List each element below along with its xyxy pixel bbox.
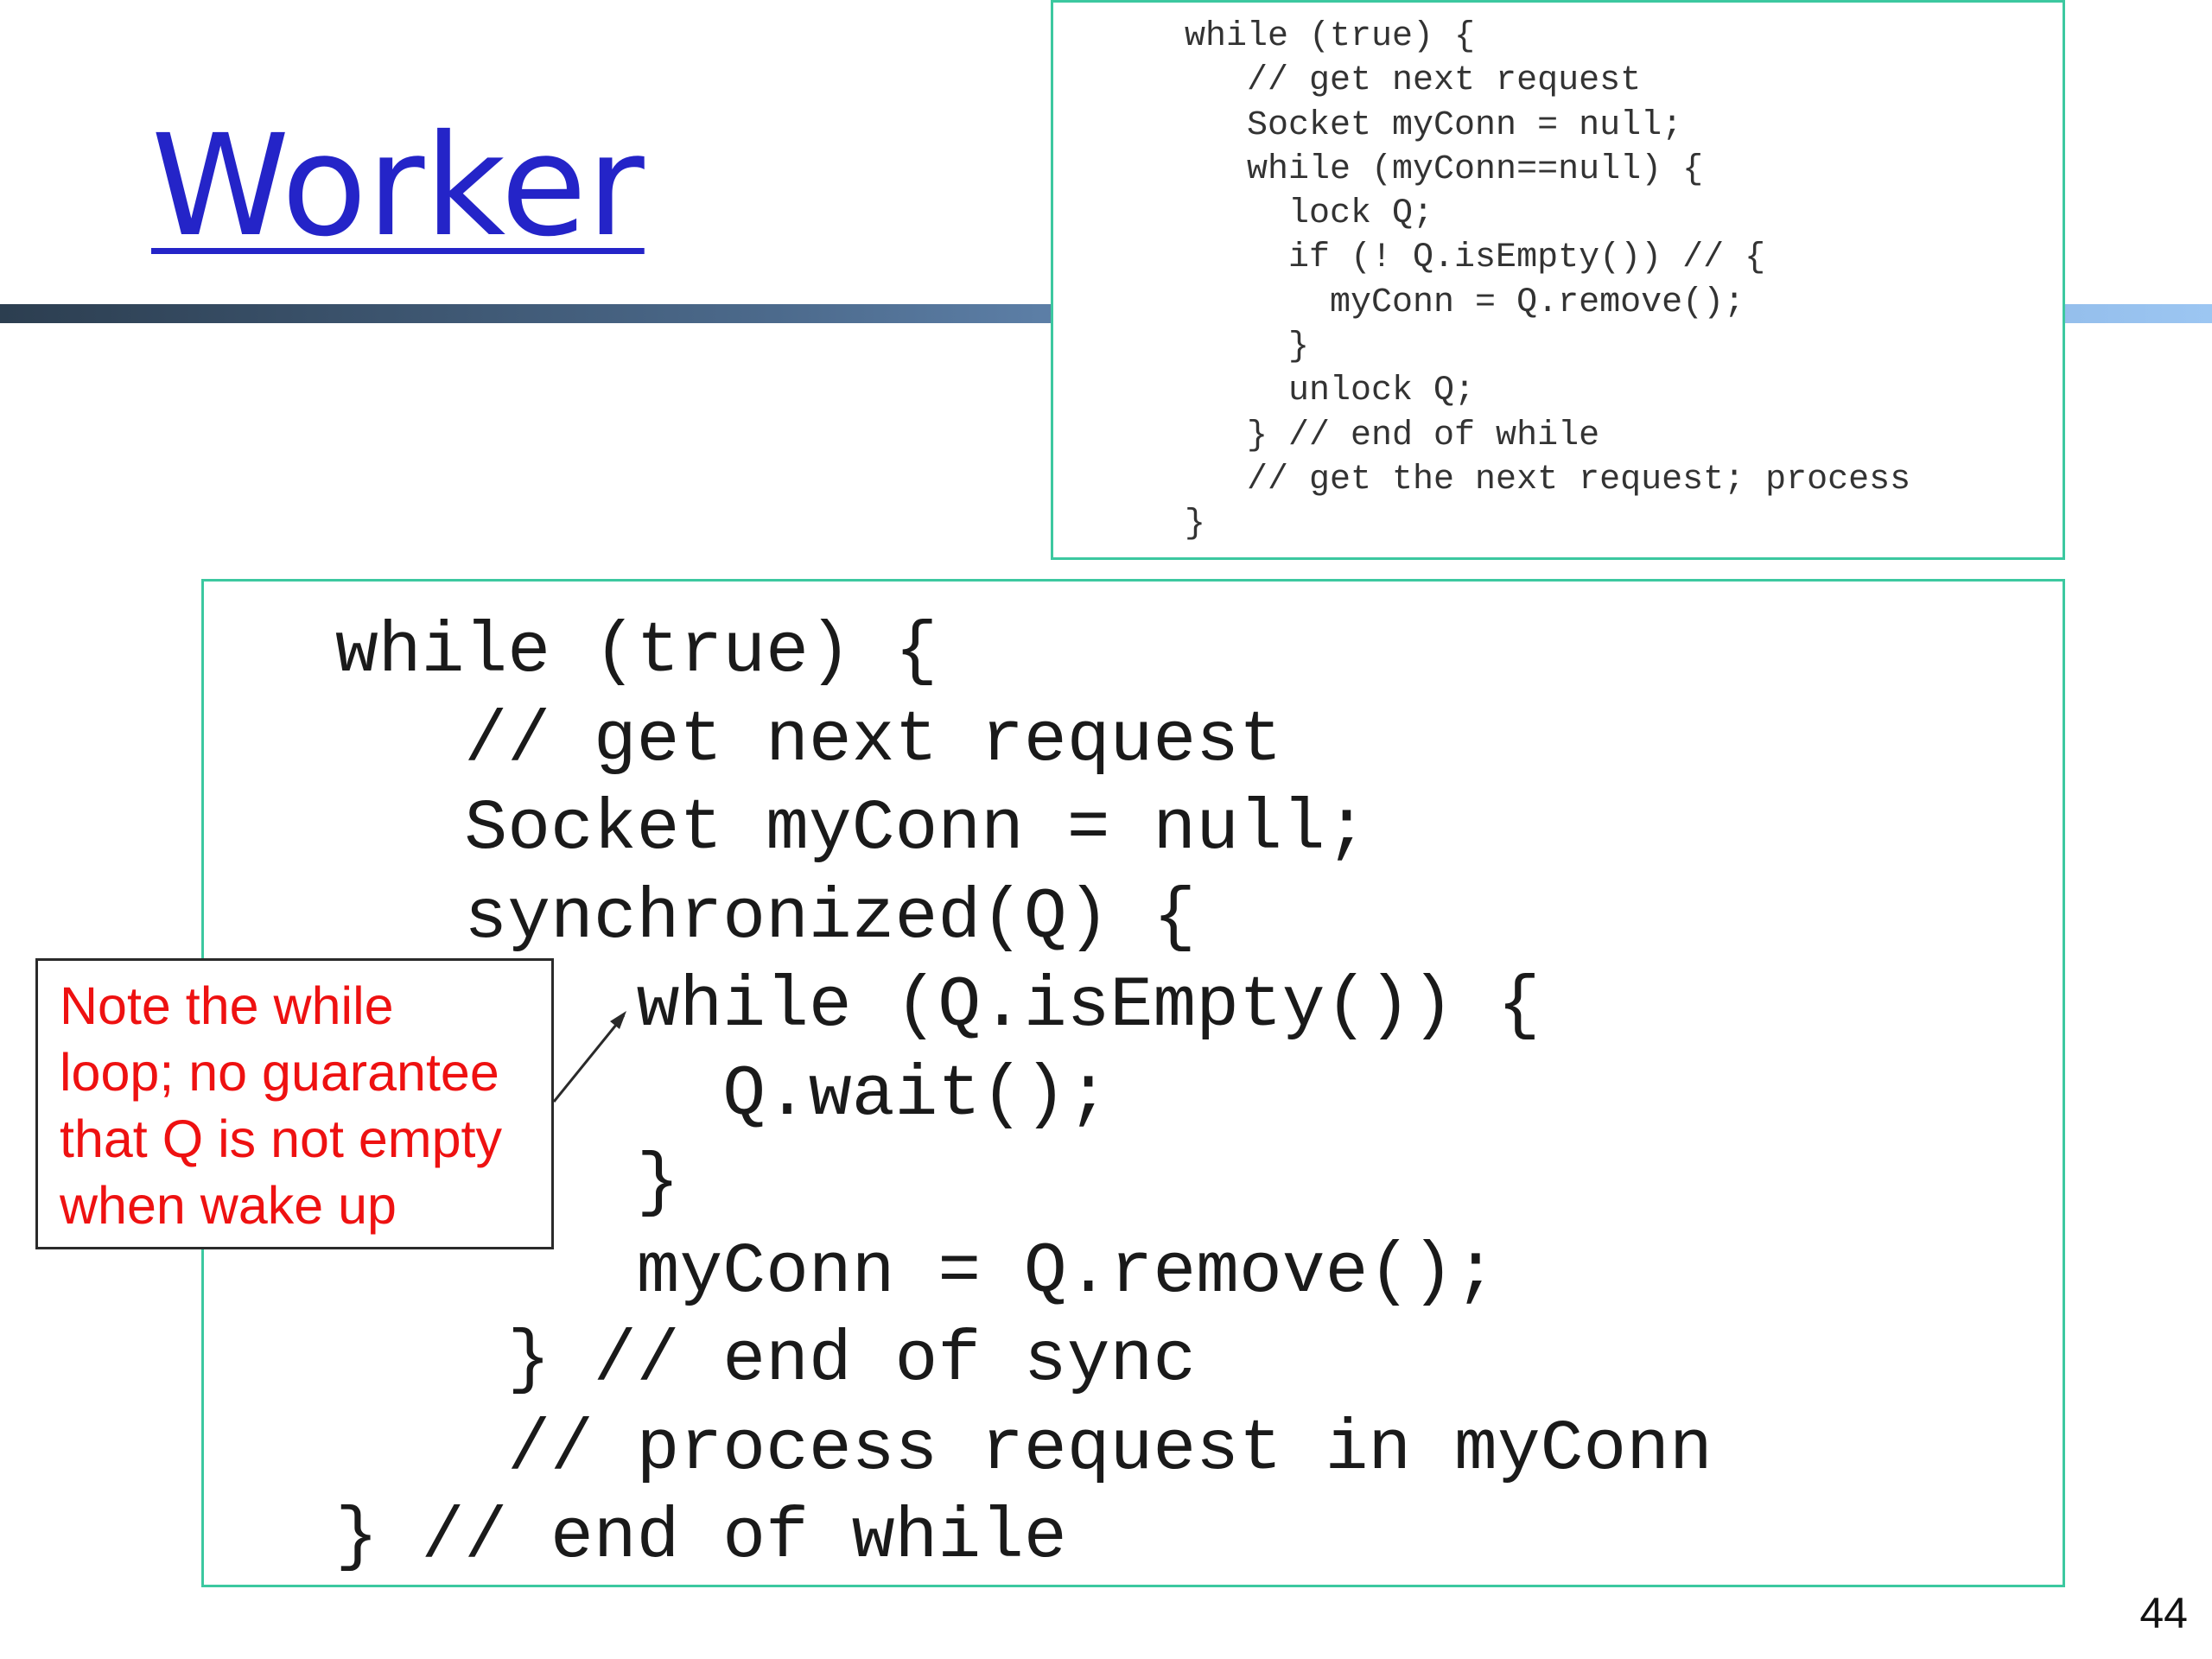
inset-code-box: while (true) { // get next request Socke… <box>1051 0 2065 560</box>
callout-note: Note the while loop; no guarantee that Q… <box>35 958 554 1249</box>
code-line: Socket myConn = null; <box>335 788 1369 869</box>
code-line: // get next request <box>1185 61 1642 101</box>
code-line: synchronized(Q) { <box>335 876 1197 958</box>
code-line: lock Q; <box>1185 194 1434 234</box>
code-line: // process request in myConn <box>335 1408 1713 1490</box>
code-line: } <box>1185 505 1206 544</box>
code-line: while (true) { <box>335 611 938 692</box>
code-line: } // end of while <box>335 1497 1067 1578</box>
code-line: myConn = Q.remove(); <box>1185 283 1745 322</box>
code-line: Q.wait(); <box>335 1053 1110 1135</box>
code-line: } <box>636 1142 680 1224</box>
code-line: while (Q.isEmpty()) { <box>335 965 1541 1046</box>
code-line: } <box>1185 327 1310 367</box>
code-line: while (myConn==null) { <box>1185 149 1704 189</box>
code-line: // get the next request; process <box>1185 460 1911 499</box>
callout-line: Note the while <box>60 976 394 1035</box>
callout-line: that Q is not empty <box>60 1109 502 1168</box>
inset-code-block: while (true) { // get next request Socke… <box>1185 15 1910 547</box>
code-line: } // end of while <box>1185 416 1600 455</box>
callout-line: loop; no guarantee <box>60 1043 499 1102</box>
code-line: } // end of sync <box>335 1319 1197 1401</box>
code-line: // get next request <box>335 699 1282 781</box>
page-number: 44 <box>2139 1589 2188 1637</box>
slide-title: Worker <box>151 105 645 268</box>
code-line: myConn = Q.remove(); <box>335 1230 1497 1313</box>
code-line: while (true) { <box>1185 17 1476 56</box>
code-line: Socket myConn = null; <box>1185 105 1683 145</box>
main-code-block: while (true) { // get next request Socke… <box>335 607 1713 1582</box>
callout-line: when wake up <box>60 1176 397 1235</box>
code-line: unlock Q; <box>1185 372 1476 411</box>
code-line: if (! Q.isEmpty()) // { <box>1185 238 1766 278</box>
